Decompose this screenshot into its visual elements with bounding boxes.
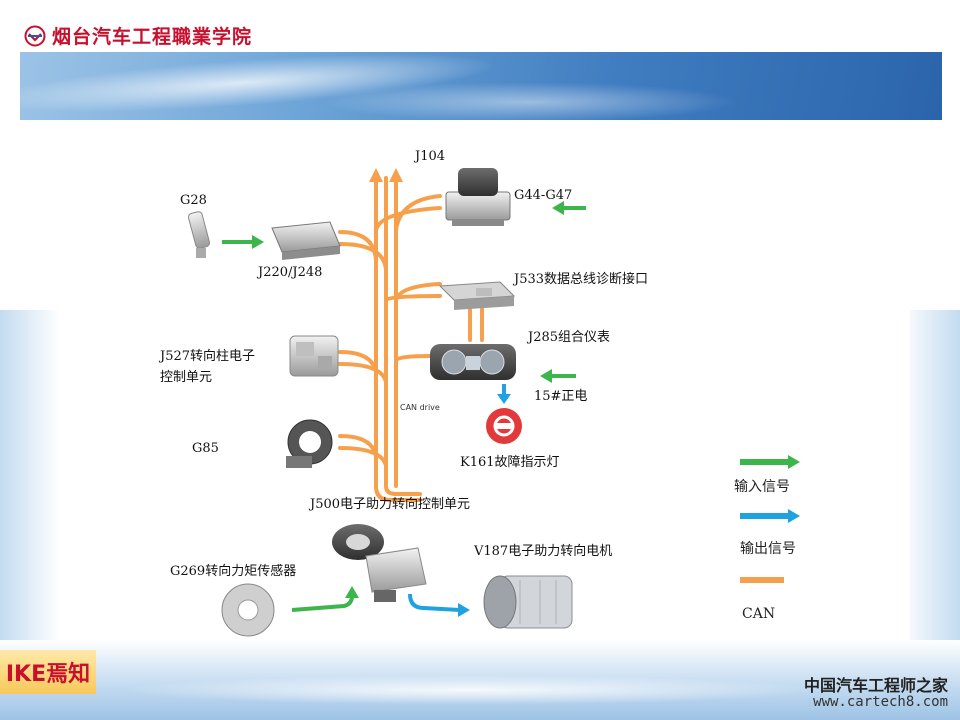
torque-sensor-g269 (221, 583, 275, 637)
label-g269: G269转向力矩传感器 (170, 563, 296, 579)
can-bus-network (338, 176, 484, 502)
legend-can-label: CAN (742, 606, 775, 622)
background-cloud (120, 675, 820, 705)
eps-control-unit-j500 (332, 524, 427, 602)
ike-watermark-text: IKE焉知 (5, 662, 91, 687)
college-name: 烟台汽车工程職業学院 (52, 26, 253, 48)
label-g85: G85 (192, 441, 219, 456)
legend-input-arrowhead (788, 455, 800, 469)
component-labels: J104 G44-G47 G28 J220/J248 J533数据总线诊断接口 … (158, 149, 648, 579)
gateway-j533 (438, 281, 516, 310)
steering-angle-sensor-g85 (286, 419, 333, 468)
speed-sensor-g28 (187, 211, 211, 258)
label-can-drive: CAN drive (400, 403, 440, 412)
eps-motor-v187 (483, 575, 573, 629)
diagram-panel (150, 140, 910, 640)
site-name-watermark: 中国汽车工程师之家 (803, 676, 948, 695)
label-j104: J104 (413, 149, 445, 164)
label-j533: J533数据总线诊断接口 (512, 271, 648, 287)
steering-column-unit-j527 (289, 335, 339, 377)
label-j220: J220/J248 (256, 265, 322, 280)
label-terminal15: 15#正电 (534, 389, 587, 404)
fault-lamp-k161 (486, 408, 522, 444)
label-v187: V187电子助力转向电机 (473, 543, 612, 559)
label-j527-line1: J527转向柱电子 (158, 348, 255, 364)
ike-watermark: IKE焉知 (0, 650, 96, 694)
site-url-watermark: www.cartech8.com (813, 694, 948, 710)
legend-output-arrowhead (788, 509, 800, 523)
output-signal-arrowheads (458, 394, 511, 617)
label-k161: K161故障指示灯 (460, 455, 560, 470)
label-g28: G28 (180, 193, 207, 208)
instrument-cluster-j285 (430, 344, 516, 380)
label-j527-line2: 控制单元 (160, 370, 212, 385)
college-logo-icon (24, 25, 46, 46)
input-signal-arrowheads (252, 201, 564, 598)
label-g44: G44-G47 (514, 188, 572, 203)
engine-control-unit-j220 (271, 221, 341, 260)
header-banner (20, 52, 942, 120)
legend-input-label: 输入信号 (734, 479, 790, 495)
background-sky-left (0, 310, 60, 640)
legend-output-label: 输出信号 (740, 541, 796, 557)
label-j500: J500电子助力转向控制单元 (308, 496, 470, 512)
can-bus-arrowheads (369, 168, 403, 182)
label-j285: J285组合仪表 (526, 330, 610, 345)
abs-control-unit-j104 (445, 168, 511, 226)
legend: 输入信号 输出信号 CAN (734, 455, 800, 622)
college-brand: 烟台汽车工程職業学院 (24, 22, 252, 49)
